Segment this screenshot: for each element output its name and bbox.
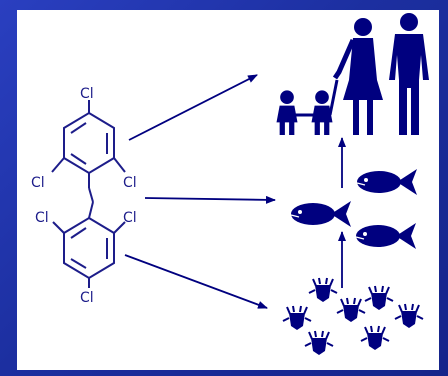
- chlorine-label: Cl: [80, 290, 94, 306]
- father-figure: [389, 13, 429, 135]
- family-icon: [276, 13, 429, 135]
- chlorine-labels: Cl Cl Cl Cl Cl Cl: [31, 86, 137, 306]
- chlorine-label: Cl: [31, 175, 45, 191]
- chlorine-label: Cl: [80, 86, 94, 102]
- bioaccumulation-diagram: Cl Cl Cl Cl Cl Cl: [31, 13, 429, 356]
- chlorine-label: Cl: [35, 210, 49, 226]
- plankton-icon: [282, 277, 424, 356]
- arrow-to-plankton: [124, 254, 268, 309]
- arrow-to-fish: [144, 195, 276, 204]
- arrow-to-humans: [128, 74, 258, 141]
- chlorine-label: Cl: [123, 210, 137, 226]
- fish-icon: [290, 168, 418, 250]
- mother-figure: [332, 18, 383, 135]
- pcb-molecule: [51, 100, 126, 288]
- chlorine-label: Cl: [123, 175, 137, 191]
- diagram-panel: Cl Cl Cl Cl Cl Cl: [17, 10, 439, 370]
